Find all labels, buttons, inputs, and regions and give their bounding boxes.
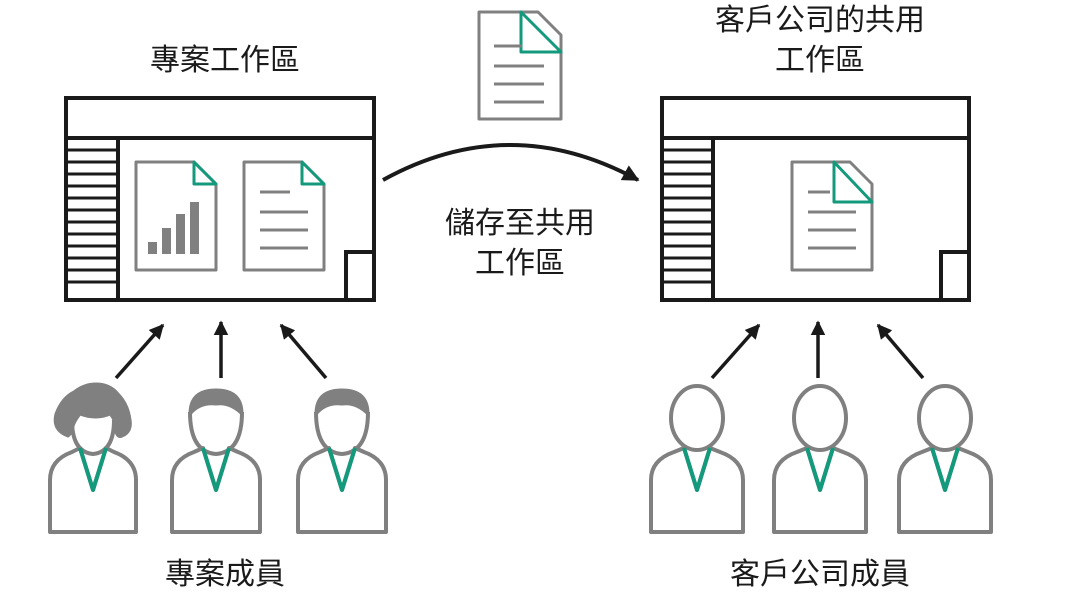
text-document-icon bbox=[242, 160, 326, 272]
right-corner-box bbox=[939, 250, 971, 302]
left-workspace-title: 專案工作區 bbox=[150, 43, 300, 78]
project-member-1 bbox=[48, 382, 138, 534]
project-member-3 bbox=[296, 388, 388, 534]
left-member-arrows bbox=[114, 320, 328, 380]
shared-document-icon bbox=[477, 10, 563, 121]
left-sidebar-lines bbox=[66, 148, 118, 284]
right-member-arrows bbox=[710, 320, 925, 380]
chart-document-icon bbox=[134, 160, 218, 272]
left-workspace-window bbox=[64, 96, 376, 302]
client-member-1 bbox=[649, 384, 745, 534]
transfer-label-line1: 儲存至共用 bbox=[445, 206, 595, 241]
right-sidebar-lines bbox=[662, 148, 713, 284]
client-member-3 bbox=[897, 384, 993, 534]
right-workspace-title-line1: 客戶公司的共用 bbox=[715, 3, 925, 38]
shared-text-document-icon bbox=[790, 160, 874, 272]
transfer-arrow bbox=[382, 143, 640, 182]
left-members-label: 專案成員 bbox=[165, 557, 285, 592]
right-workspace-title-line2: 工作區 bbox=[775, 43, 865, 78]
left-corner-box bbox=[344, 250, 376, 302]
project-member-2 bbox=[170, 388, 262, 534]
client-member-2 bbox=[772, 384, 868, 534]
transfer-label-line2: 工作區 bbox=[475, 246, 565, 281]
right-members-label: 客戶公司成員 bbox=[730, 557, 910, 592]
